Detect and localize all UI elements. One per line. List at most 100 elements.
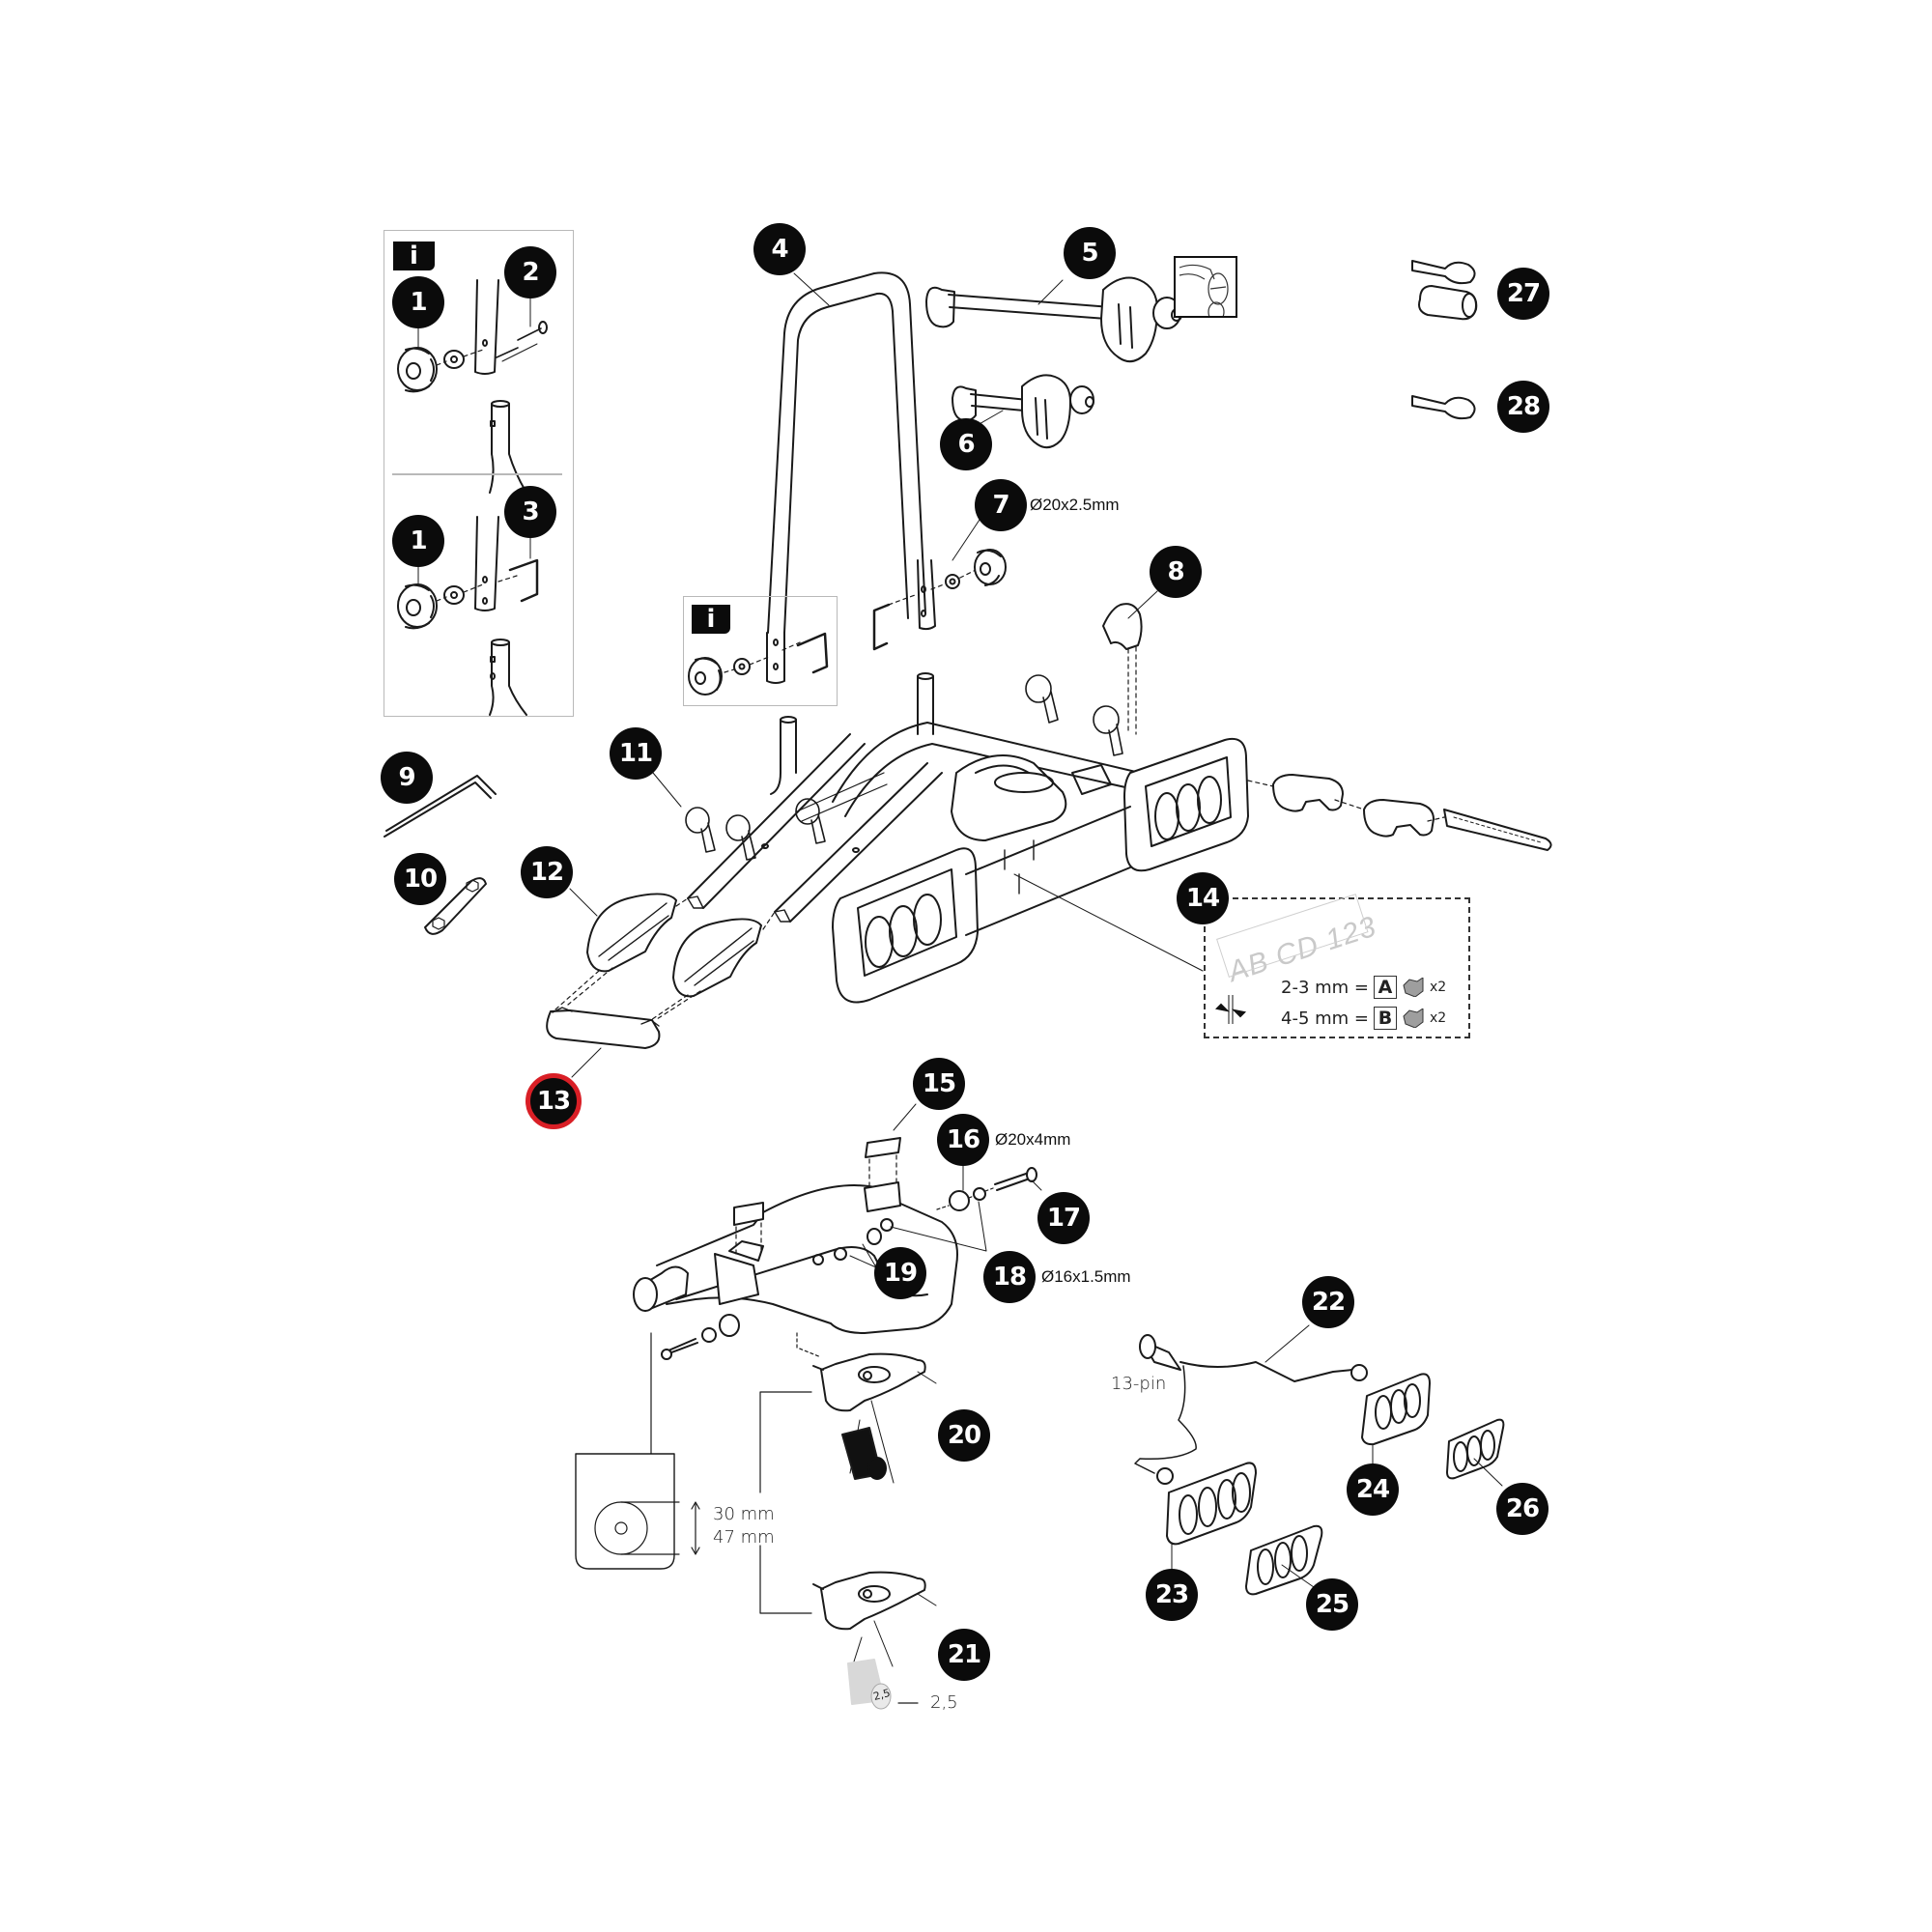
plate-kit-box: [1204, 897, 1470, 1038]
leader-line: [1473, 1458, 1503, 1487]
part-7-spec: Ø20x2.5mm: [1030, 496, 1120, 514]
upright-frame-drawing: [766, 271, 936, 684]
clip-quantity: x2: [1430, 1010, 1447, 1026]
leader-line: [1013, 873, 1204, 972]
harness-connector-label: 13-pin: [1111, 1374, 1167, 1394]
lever-21-drawing: [812, 1571, 926, 1710]
light-24-drawing: [1361, 1373, 1431, 1446]
part-badge-18[interactable]: 18: [983, 1251, 1036, 1303]
center-info-drawing: [688, 632, 829, 696]
clamp-drawings: [1247, 774, 1552, 851]
leader-line: [1031, 1179, 1042, 1191]
info-panel-center: [683, 596, 838, 706]
knob-drawing-top: [397, 347, 438, 393]
part-badge-3[interactable]: 3: [504, 486, 556, 538]
thickness-arrows-icon: [1215, 995, 1247, 1024]
part-badge-19[interactable]: 19: [874, 1247, 926, 1299]
part-badge-1[interactable]: 1: [392, 276, 444, 328]
leader-line: [571, 1047, 602, 1078]
part-badge-6[interactable]: 6: [940, 418, 992, 470]
part-badge-13-highlighted[interactable]: 13: [526, 1073, 582, 1129]
part-badge-15[interactable]: 15: [913, 1058, 965, 1110]
leader-line: [952, 519, 980, 561]
part-badge-10[interactable]: 10: [394, 853, 446, 905]
ball-flange-drawing: [575, 1332, 700, 1570]
bracket-line: [759, 1391, 812, 1614]
leader-line: [793, 272, 830, 306]
part-badge-20[interactable]: 20: [938, 1409, 990, 1462]
part-badge-7[interactable]: 7: [975, 479, 1027, 531]
part-badge-1-alt[interactable]: 1: [392, 515, 444, 567]
part-badge-24[interactable]: 24: [1347, 1463, 1399, 1516]
tube-bottom-bottom: [489, 639, 527, 716]
info-icon: i: [393, 242, 435, 270]
part-badge-8[interactable]: 8: [1150, 546, 1202, 598]
lever-size-label: 2,5: [930, 1692, 958, 1713]
light-23-drawing: [1166, 1462, 1257, 1546]
clip-icon: [1403, 978, 1424, 997]
ball-dimension-47: 47 mm: [713, 1527, 775, 1548]
washer-top: [443, 350, 465, 369]
info-panel-divider: [392, 473, 562, 475]
part-badge-12[interactable]: 12: [521, 846, 573, 898]
lever-20-drawing: [812, 1352, 926, 1484]
light-26-drawing: [1446, 1418, 1505, 1480]
wiring-harness-drawing: [1134, 1334, 1368, 1485]
leader-line: [917, 1371, 937, 1384]
knob-drawing-bottom: [397, 583, 438, 630]
part-badge-22[interactable]: 22: [1302, 1276, 1354, 1328]
part-badge-14[interactable]: 14: [1177, 872, 1229, 924]
part-badge-27[interactable]: 27: [1497, 268, 1549, 320]
knob-7-drawing: [945, 549, 1007, 589]
detail-inset-drawing: [1179, 264, 1229, 323]
clip-icon: [1403, 1009, 1424, 1028]
connector-bar-13-drawing: [546, 1007, 661, 1049]
assembly-line: [796, 1332, 822, 1358]
clip-type-letter: A: [1374, 976, 1397, 999]
leader-line: [917, 1593, 937, 1606]
plate-row-b: 4-5 mm = B x2: [1281, 1007, 1446, 1030]
clip-type-letter: B: [1374, 1007, 1397, 1030]
part-badge-16[interactable]: 16: [937, 1114, 989, 1166]
part-badge-11[interactable]: 11: [610, 727, 662, 780]
hitch-assembly-drawing: [633, 1137, 1037, 1360]
thickness-range: 4-5 mm =: [1281, 1008, 1369, 1029]
light-25-drawing: [1245, 1524, 1323, 1596]
part-badge-2[interactable]: 2: [504, 246, 556, 298]
plate-row-a: 2-3 mm = A x2: [1281, 976, 1446, 999]
part-badge-5[interactable]: 5: [1064, 227, 1116, 279]
u-bracket-middle: [872, 603, 891, 651]
tube-middle: [474, 516, 499, 611]
wheel-tray-ends-drawing: [586, 893, 762, 998]
part-16-spec: Ø20x4mm: [995, 1130, 1071, 1149]
u-bracket-drawing: [508, 558, 539, 603]
assembly-line: [436, 349, 484, 366]
part-badge-21[interactable]: 21: [938, 1629, 990, 1681]
part-badge-9[interactable]: 9: [381, 752, 433, 804]
leader-line: [1281, 1564, 1315, 1588]
wrench-drawing: [424, 877, 487, 935]
info-icon: i: [692, 605, 730, 634]
part-badge-4[interactable]: 4: [753, 223, 806, 275]
frame-holder-detail-inset: [1174, 256, 1237, 323]
part-badge-26[interactable]: 26: [1496, 1483, 1548, 1535]
clip-quantity: x2: [1430, 980, 1447, 995]
leader-line: [890, 1201, 987, 1252]
keys-27-drawing: [1411, 260, 1478, 321]
part-badge-23[interactable]: 23: [1146, 1569, 1198, 1621]
carrier-body-drawing: [687, 672, 1249, 1004]
tube-top: [474, 279, 548, 375]
part-badge-25[interactable]: 25: [1306, 1578, 1358, 1631]
washer-bottom: [443, 585, 465, 605]
info-panel-left: [384, 230, 574, 717]
assembly-line: [436, 575, 518, 602]
part-badge-17[interactable]: 17: [1037, 1192, 1090, 1244]
ball-dimension-30: 30 mm: [713, 1504, 775, 1524]
part-18-spec: Ø16x1.5mm: [1041, 1267, 1131, 1286]
part-badge-28[interactable]: 28: [1497, 381, 1549, 433]
leader-line: [1037, 279, 1064, 305]
leader-line: [849, 1243, 877, 1268]
leader-line: [652, 772, 682, 808]
